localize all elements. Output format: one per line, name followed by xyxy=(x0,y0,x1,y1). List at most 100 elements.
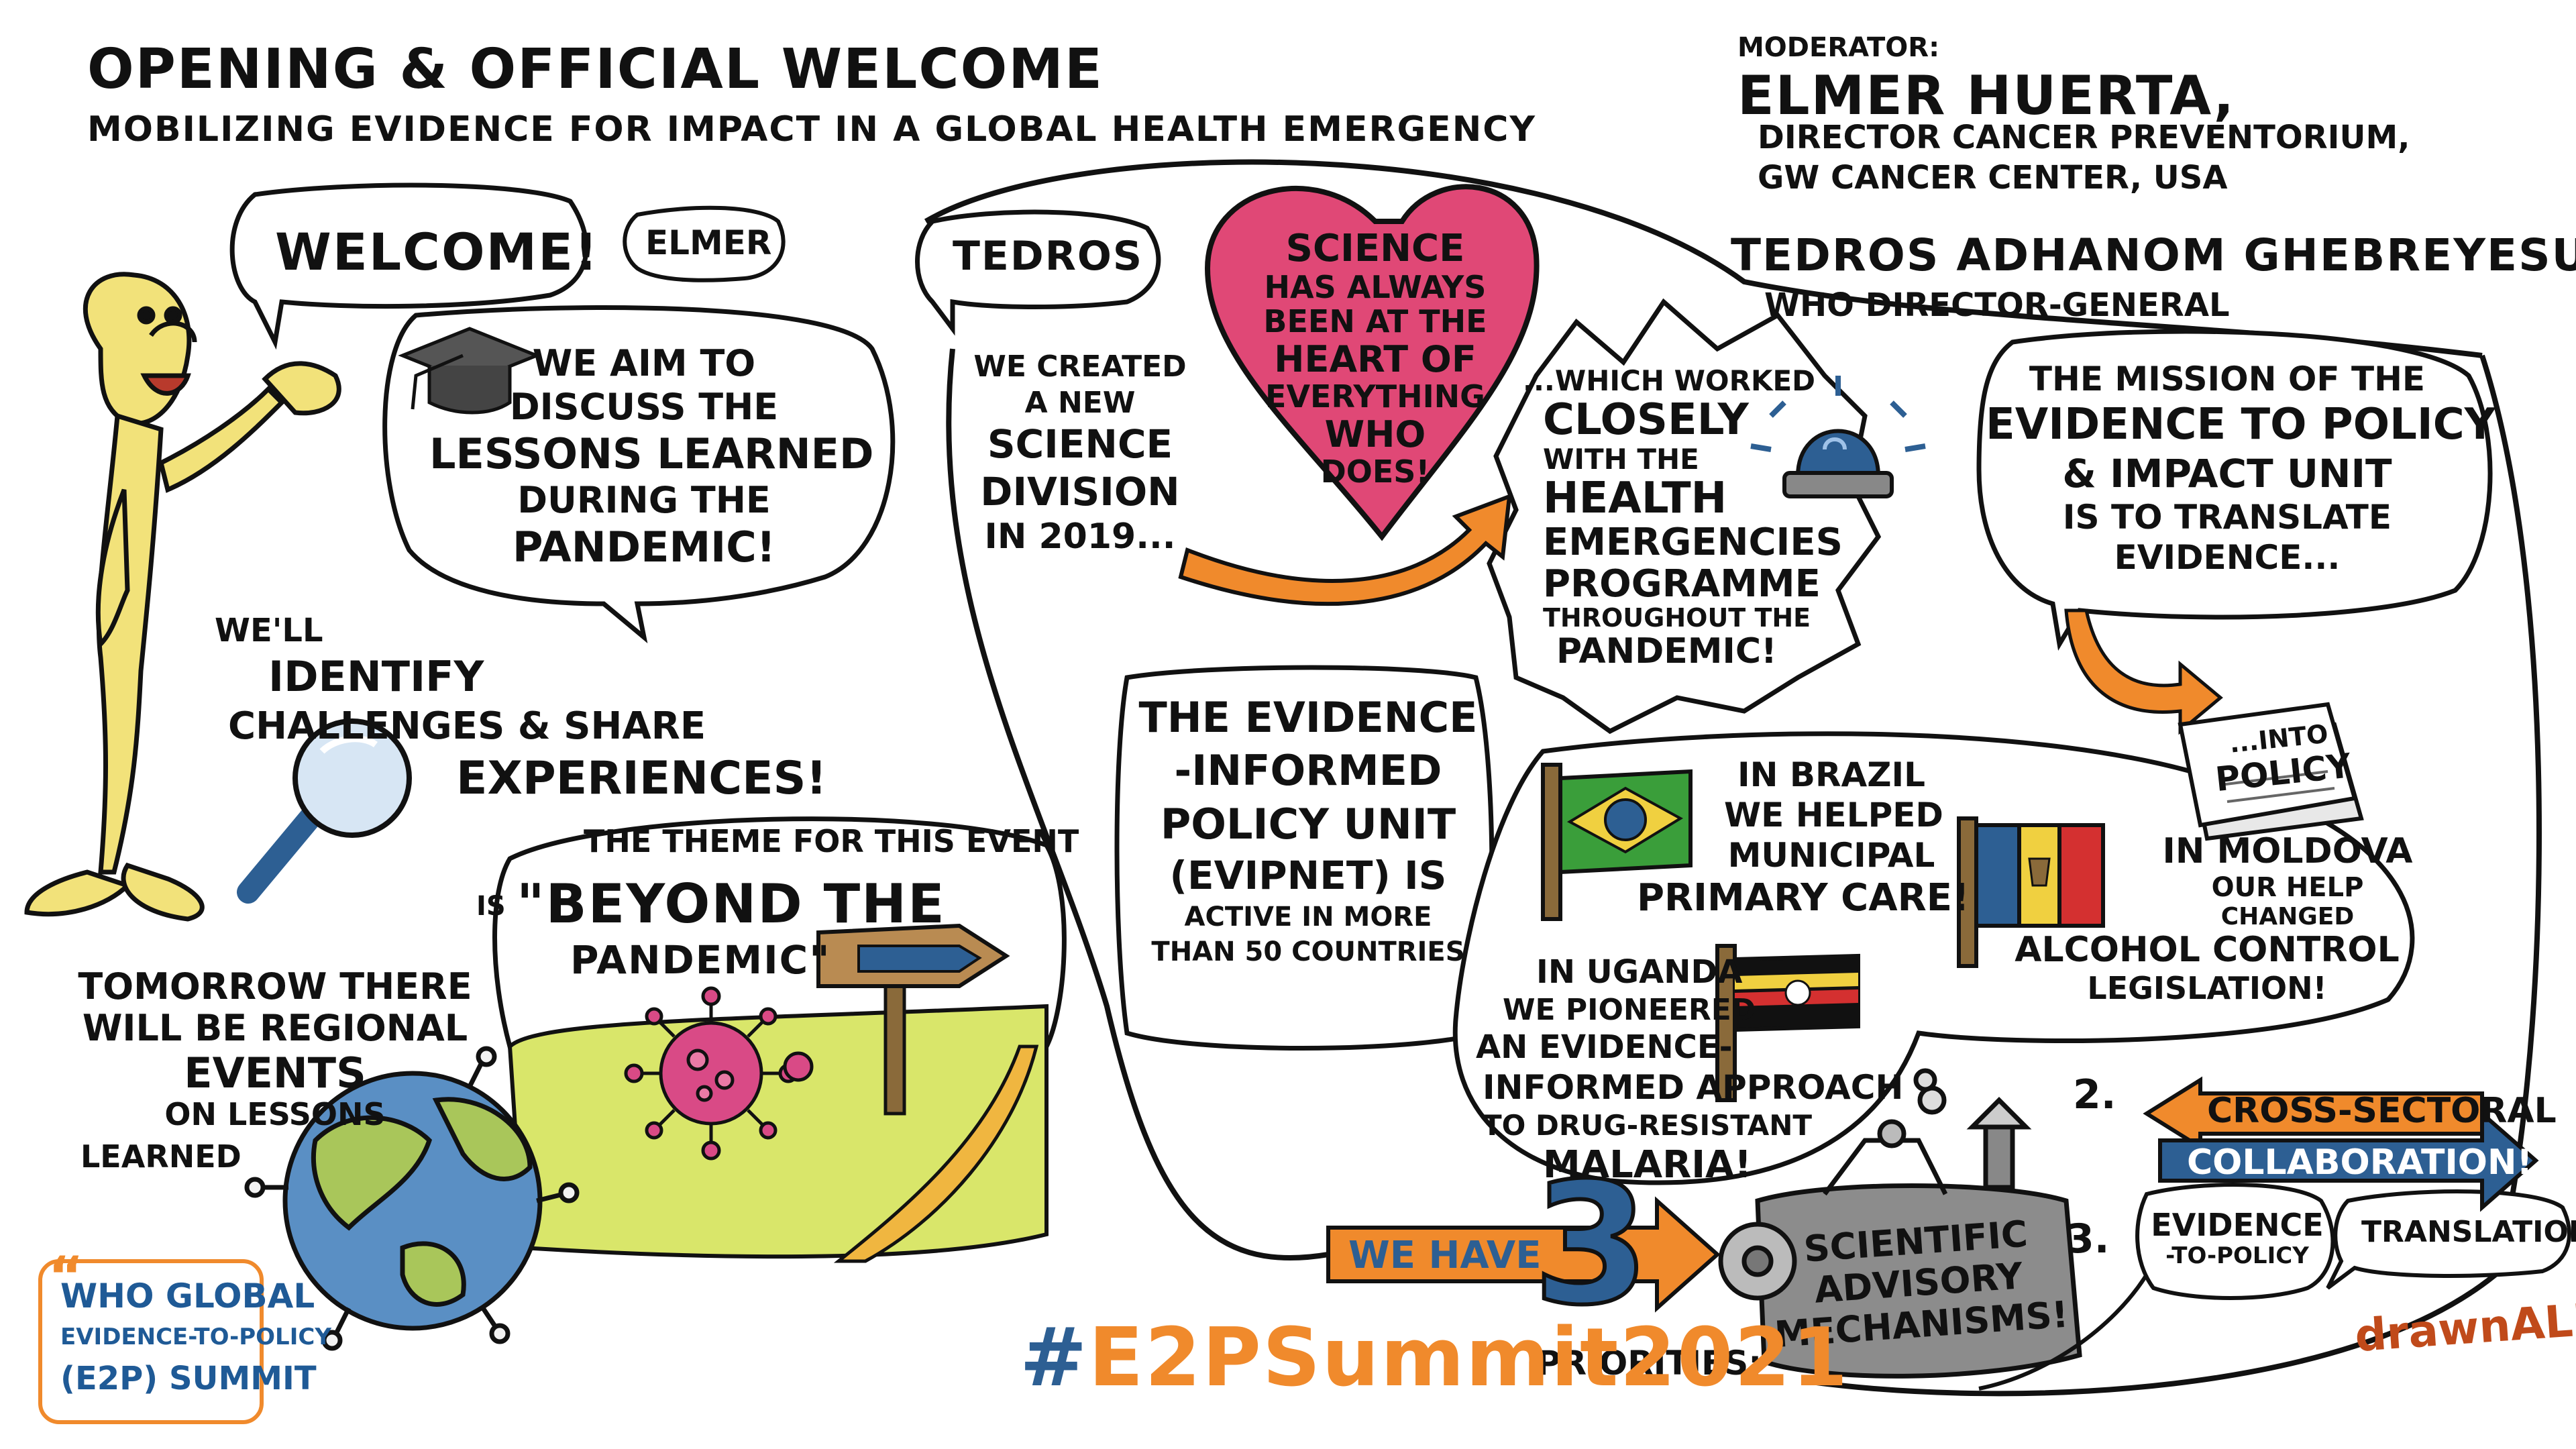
evidence-to-policy-line: EVIDENCE xyxy=(2151,1207,2324,1243)
welcome-text: WELCOME! xyxy=(275,222,599,282)
heart-text: SCIENCE HAS ALWAYS BEEN AT THE HEART OF … xyxy=(1241,227,1509,490)
moldova-flag-icon xyxy=(1957,816,2105,968)
we-have-text: WE HAVE xyxy=(1348,1234,1542,1277)
speaker-name: TEDROS ADHANOM GHEBREYESUS, xyxy=(1731,229,2576,281)
elmer-bubble xyxy=(623,205,786,282)
identify-line: EXPERIENCES! xyxy=(456,751,827,805)
evipnet-line: THE EVIDENCE xyxy=(1138,693,1478,742)
science-division-line: IN 2019... xyxy=(984,516,1176,557)
priority-3-line xyxy=(1978,1273,2149,1391)
closely-line: ...WHICH WORKED xyxy=(1523,364,1816,397)
logo-line-2: EVIDENCE-TO-POLICY xyxy=(60,1324,331,1350)
mission-text: THE MISSION OF THE EVIDENCE TO POLICY & … xyxy=(1986,359,2496,578)
mission-line: & IMPACT UNIT xyxy=(2062,450,2392,496)
identify-text: WE'LL IDENTIFY CHALLENGES & SHARE EXPERI… xyxy=(215,610,827,807)
cross-sectoral-label: CROSS-SECTORAL xyxy=(2207,1091,2557,1131)
logo-quote-mark: “ xyxy=(48,1245,84,1307)
uganda-text: IN UGANDA WE PIONEERED AN EVIDENCE- INFO… xyxy=(1462,953,1903,1188)
graduation-cap-icon xyxy=(398,327,541,415)
arrow-we-have xyxy=(1326,1196,1721,1313)
heart-icon xyxy=(1204,184,1540,541)
identify-line: WE'LL xyxy=(215,612,323,649)
summit-logo-box xyxy=(38,1259,264,1424)
mission-line: IS TO TRANSLATE xyxy=(2062,498,2392,537)
heart-line: DOES! xyxy=(1320,453,1430,490)
arrow-to-closely xyxy=(1178,493,1512,606)
tomorrow-line: WILL BE REGIONAL xyxy=(82,1007,468,1050)
aim-line: DURING THE xyxy=(517,478,771,521)
evipnet-line: -INFORMED xyxy=(1174,746,1442,796)
priority-2-number: 2. xyxy=(2073,1071,2116,1118)
science-division-line: DIVISION xyxy=(980,469,1180,515)
moldova-line: OUR HELP xyxy=(2211,871,2364,903)
heart-line: WHO xyxy=(1324,413,1426,455)
brazil-line: PRIMARY CARE! xyxy=(1637,876,1970,920)
evidence-to-policy-bubble xyxy=(2135,1183,2335,1300)
closely-line: PANDEMIC! xyxy=(1556,631,1777,672)
tomorrow-line: ON LESSONS xyxy=(164,1096,386,1133)
heart-line: HAS ALWAYS xyxy=(1264,268,1487,305)
closely-line: THROUGHOUT THE xyxy=(1543,603,1811,633)
speaker-role: WHO DIRECTOR-GENERAL xyxy=(1764,286,2230,324)
moderator-role-line1: DIRECTOR CANCER PREVENTORIUM, xyxy=(1758,119,2410,156)
uganda-line: AN EVIDENCE- xyxy=(1476,1028,1733,1067)
closely-line: WITH THE xyxy=(1543,442,1699,476)
tomorrow-line: EVENTS xyxy=(184,1049,366,1098)
closely-line: HEALTH xyxy=(1543,473,1727,523)
virus-icon xyxy=(624,986,814,1161)
evipnet-line: ACTIVE IN MORE xyxy=(1184,902,1432,933)
magnifier-icon xyxy=(237,718,412,904)
aim-text: WE AIM TO DISCUSS THE LESSONS LEARNED DU… xyxy=(429,342,874,572)
heart-line: HEART OF xyxy=(1274,337,1477,380)
science-division-line: WE CREATED xyxy=(973,350,1187,384)
tedros-bubble xyxy=(915,209,1161,336)
tomorrow-line: TOMORROW THERE xyxy=(78,965,472,1008)
closely-line: CLOSELY xyxy=(1543,395,1749,445)
theme-landscape xyxy=(507,923,1049,1263)
mission-line: EVIDENCE... xyxy=(2114,538,2341,578)
priorities-label: PRIORITIES: xyxy=(1536,1344,1762,1383)
theme-is: IS xyxy=(476,891,506,922)
heart-line: SCIENCE xyxy=(1285,227,1465,270)
moderator-role-line2: GW CANCER CENTER, USA xyxy=(1758,159,2228,197)
brazil-line: IN BRAZIL xyxy=(1737,755,1925,794)
tedros-tag: TEDROS xyxy=(953,233,1144,280)
siren-icon xyxy=(1750,376,1926,498)
mission-line: THE MISSION OF THE xyxy=(2029,360,2426,398)
identify-line: IDENTIFY xyxy=(268,652,484,701)
closely-line: PROGRAMME xyxy=(1543,561,1821,606)
tomorrow-text: TOMORROW THERE WILL BE REGIONAL EVENTS O… xyxy=(74,965,476,1133)
theme-beyond: "BEYOND THE xyxy=(517,873,946,935)
uganda-line: IN UGANDA xyxy=(1536,953,1743,991)
logo-line-3: (E2P) SUMMIT xyxy=(60,1360,317,1397)
moldova-line: IN MOLDOVA xyxy=(2162,831,2413,871)
brazil-line: WE HELPED xyxy=(1724,796,1943,835)
brazil-flag-icon xyxy=(1541,763,1693,921)
logo-line-1: WHO GLOBAL xyxy=(60,1277,315,1316)
theme-bubble xyxy=(492,816,1067,1049)
evipnet-line: POLICY UNIT xyxy=(1160,799,1456,849)
tomorrow-learned: LEARNED xyxy=(80,1138,241,1175)
arrow-to-policy xyxy=(2064,608,2223,735)
globe-icon xyxy=(244,1046,580,1351)
hashtag: #E2PSummit2021 xyxy=(1020,1315,1849,1402)
science-division-line: SCIENCE xyxy=(987,421,1173,468)
collaboration-arrow xyxy=(2158,1109,2539,1212)
uganda-line: INFORMED APPROACH xyxy=(1483,1067,1904,1107)
countries-bubble xyxy=(1452,731,2415,1185)
moderator-label: MODERATOR: xyxy=(1737,32,1940,63)
moldova-line: ALCOHOL CONTROL xyxy=(2015,930,2400,971)
elmer-tag: ELMER xyxy=(645,223,772,262)
brazil-line: MUNICIPAL xyxy=(1727,836,1935,875)
moldova-text: IN MOLDOVA OUR HELP CHANGED ALCOHOL CONT… xyxy=(1999,831,2415,1006)
welcome-bubble xyxy=(229,182,589,350)
heart-line: BEEN AT THE xyxy=(1263,303,1487,340)
priority-3-number: 3. xyxy=(2066,1216,2110,1263)
hashtag-text: E2PSummit2021 xyxy=(1088,1311,1849,1405)
moldova-line: LEGISLATION! xyxy=(2087,969,2327,1006)
presenter-figure xyxy=(24,272,341,922)
uganda-flag-icon xyxy=(1715,944,1860,1102)
cross-sectoral-arrow xyxy=(2143,1076,2484,1151)
aim-line: WE AIM TO xyxy=(532,342,756,384)
aim-line: LESSONS LEARNED xyxy=(429,429,874,478)
